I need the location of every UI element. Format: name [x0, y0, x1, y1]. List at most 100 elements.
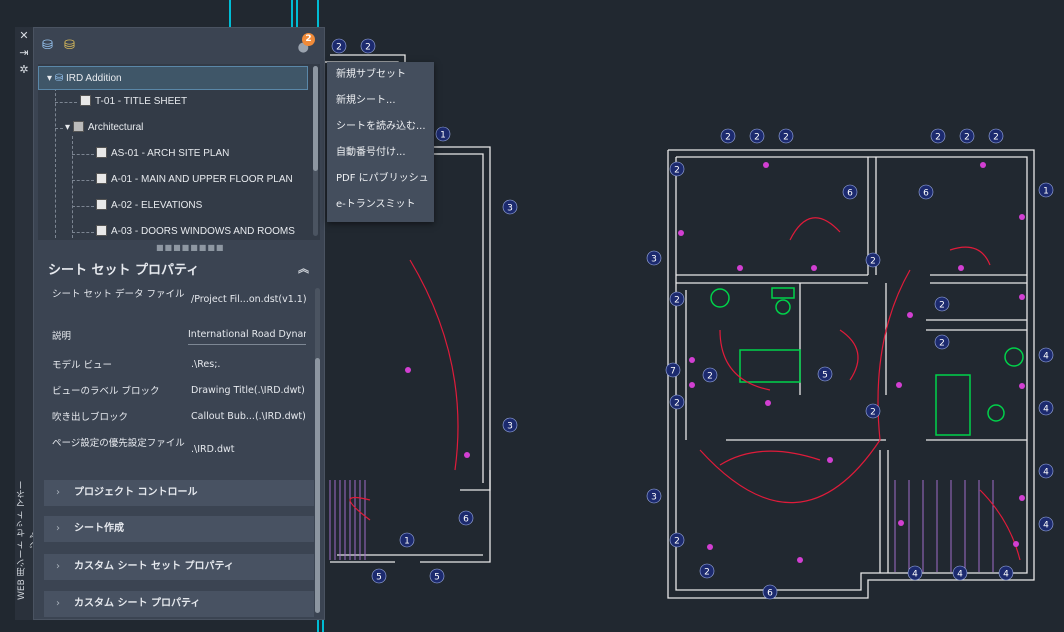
callout-bubble	[502, 417, 518, 433]
prop-label: 吹き出しブロック	[52, 412, 129, 423]
sheet-set-manager-panel: ⛁ ⛁ ● 2 ▾ ⛁ IRD Addition T-01 - TITLE SH…	[33, 27, 325, 620]
menu-item-new-sheet[interactable]: 新規シート...	[336, 95, 396, 106]
wall	[420, 470, 491, 563]
callout-label: 6	[847, 189, 853, 199]
collapse-icon[interactable]: ︽	[298, 262, 309, 275]
callout-bubble	[934, 334, 950, 350]
callout-label: 3	[651, 493, 657, 503]
callout-label: 2	[754, 133, 760, 143]
tree-item-sheet[interactable]: A-02 - ELEVATIONS	[96, 194, 202, 218]
new-sheet-set-icon[interactable]: ⛁	[42, 38, 53, 53]
prop-label: モデル ビュー	[52, 360, 113, 371]
tree-item-sheet-set[interactable]: ▾ ⛁ IRD Addition	[38, 66, 308, 90]
device-symbol	[464, 452, 470, 458]
callout-bubble	[959, 128, 975, 144]
tree-item-label: Architectural	[87, 122, 144, 133]
prop-label: シート セット データ ファイル	[52, 289, 185, 300]
user-icon[interactable]: ●	[297, 40, 309, 55]
callout-label: 2	[336, 43, 342, 53]
fixture	[771, 287, 795, 299]
callout-bubble	[1038, 182, 1054, 198]
menu-item-new-subset[interactable]: 新規サブセット	[336, 69, 406, 80]
circuit-wire	[409, 259, 459, 471]
splitter-grip[interactable]: ■■■■■■■■	[156, 243, 225, 252]
properties-header[interactable]: シート セット プロパティ︽	[34, 250, 324, 284]
callout-label: 2	[870, 408, 876, 418]
callout-label: 7	[670, 367, 676, 377]
callout-bubble	[817, 366, 833, 382]
tree-item-sheet[interactable]: A-03 - DOORS WINDOWS AND ROOMS	[96, 220, 295, 240]
callout-bubble	[331, 38, 347, 54]
palette-title: WEB 用シート セット マネージャ	[17, 480, 40, 600]
tree-item-sheet[interactable]: AS-01 - ARCH SITE PLAN	[96, 142, 229, 166]
callout-bubble	[998, 565, 1014, 581]
callout-bubble	[429, 568, 445, 584]
sheet-icon	[96, 225, 107, 236]
callout-label: 4	[1043, 468, 1049, 478]
prop-value: Drawing Title(.\IRD.dwt)	[191, 385, 305, 396]
callout-bubble	[669, 291, 685, 307]
callout-bubble	[502, 199, 518, 215]
circuit-wire	[699, 439, 881, 504]
palette-strip: ✕ ⇥ ✲	[15, 27, 33, 620]
properties-scrollbar[interactable]	[315, 288, 320, 613]
wall	[675, 156, 1028, 591]
callout-bubble	[646, 488, 662, 504]
tree-item-label: A-01 - MAIN AND UPPER FLOOR PLAN	[111, 174, 293, 185]
properties-list: シート セット データ ファイル /Project Fil...on.dst(v…	[34, 285, 324, 617]
open-sheet-set-icon[interactable]: ⛁	[64, 38, 75, 53]
tree-item-label: IRD Addition	[65, 73, 122, 84]
section-project-control[interactable]: ›プロジェクト コントロール	[44, 480, 314, 506]
callout-bubble	[762, 584, 778, 600]
circuit-wire	[949, 246, 991, 266]
prop-value: /Project Fil...on.dst(v1.1)	[191, 294, 307, 305]
prop-value: Callout Bub...(.\IRD.dwt)	[191, 411, 306, 422]
callout-bubble	[458, 510, 474, 526]
tree-scrollbar[interactable]	[313, 66, 318, 236]
description-input[interactable]: International Road Dynamics	[188, 329, 306, 345]
section-sheet-creation[interactable]: ›シート作成	[44, 516, 314, 542]
sheet-icon	[80, 95, 91, 106]
callout-label: 5	[376, 573, 382, 583]
tree-item-label: T-01 - TITLE SHEET	[95, 96, 188, 107]
prop-label: ビューのラベル ブロック	[52, 386, 160, 397]
callout-bubble	[646, 250, 662, 266]
settings-icon[interactable]: ✲	[19, 63, 29, 76]
callout-label: 4	[1043, 352, 1049, 362]
callout-bubble	[842, 184, 858, 200]
device-symbol	[958, 265, 964, 271]
section-custom-sheet-set-props[interactable]: ›カスタム シート セット プロパティ	[44, 554, 314, 580]
callout-label: 4	[1003, 570, 1009, 580]
menu-item-auto-number[interactable]: 自動番号付け...	[336, 147, 406, 158]
device-symbol	[707, 544, 713, 550]
callout-label: 2	[674, 166, 680, 176]
tree-item-sheet[interactable]: A-01 - MAIN AND UPPER FLOOR PLAN	[96, 168, 293, 192]
callout-bubble	[778, 128, 794, 144]
section-custom-sheet-props[interactable]: ›カスタム シート プロパティ	[44, 591, 314, 617]
callout-label: 4	[912, 570, 918, 580]
callout-label: 6	[463, 515, 469, 525]
circuit-wire	[979, 489, 1021, 561]
callout-label: 2	[674, 399, 680, 409]
sheet-icon	[96, 147, 107, 158]
device-symbol	[811, 265, 817, 271]
device-symbol	[980, 162, 986, 168]
callout-label: 3	[507, 422, 513, 432]
callout-label: 3	[507, 204, 513, 214]
menu-item-publish-pdf[interactable]: PDF にパブリッシュ	[336, 173, 429, 184]
tree-item-sheet[interactable]: T-01 - TITLE SHEET	[80, 90, 187, 114]
device-symbol	[1019, 294, 1025, 300]
callout-bubble	[669, 394, 685, 410]
callout-bubble	[952, 565, 968, 581]
device-symbol	[1019, 495, 1025, 501]
menu-item-import-sheet[interactable]: シートを読み込む...	[336, 121, 426, 132]
section-label: シート作成	[74, 523, 124, 534]
fixture	[987, 404, 1005, 422]
prop-value: .\Res;.	[191, 359, 221, 370]
callout-bubble	[669, 161, 685, 177]
auto-hide-icon[interactable]: ⇥	[19, 46, 29, 59]
tree-item-subset[interactable]: ▾ Architectural	[65, 121, 144, 133]
menu-item-etransmit[interactable]: e-トランスミット	[336, 199, 416, 210]
close-icon[interactable]: ✕	[19, 29, 29, 42]
